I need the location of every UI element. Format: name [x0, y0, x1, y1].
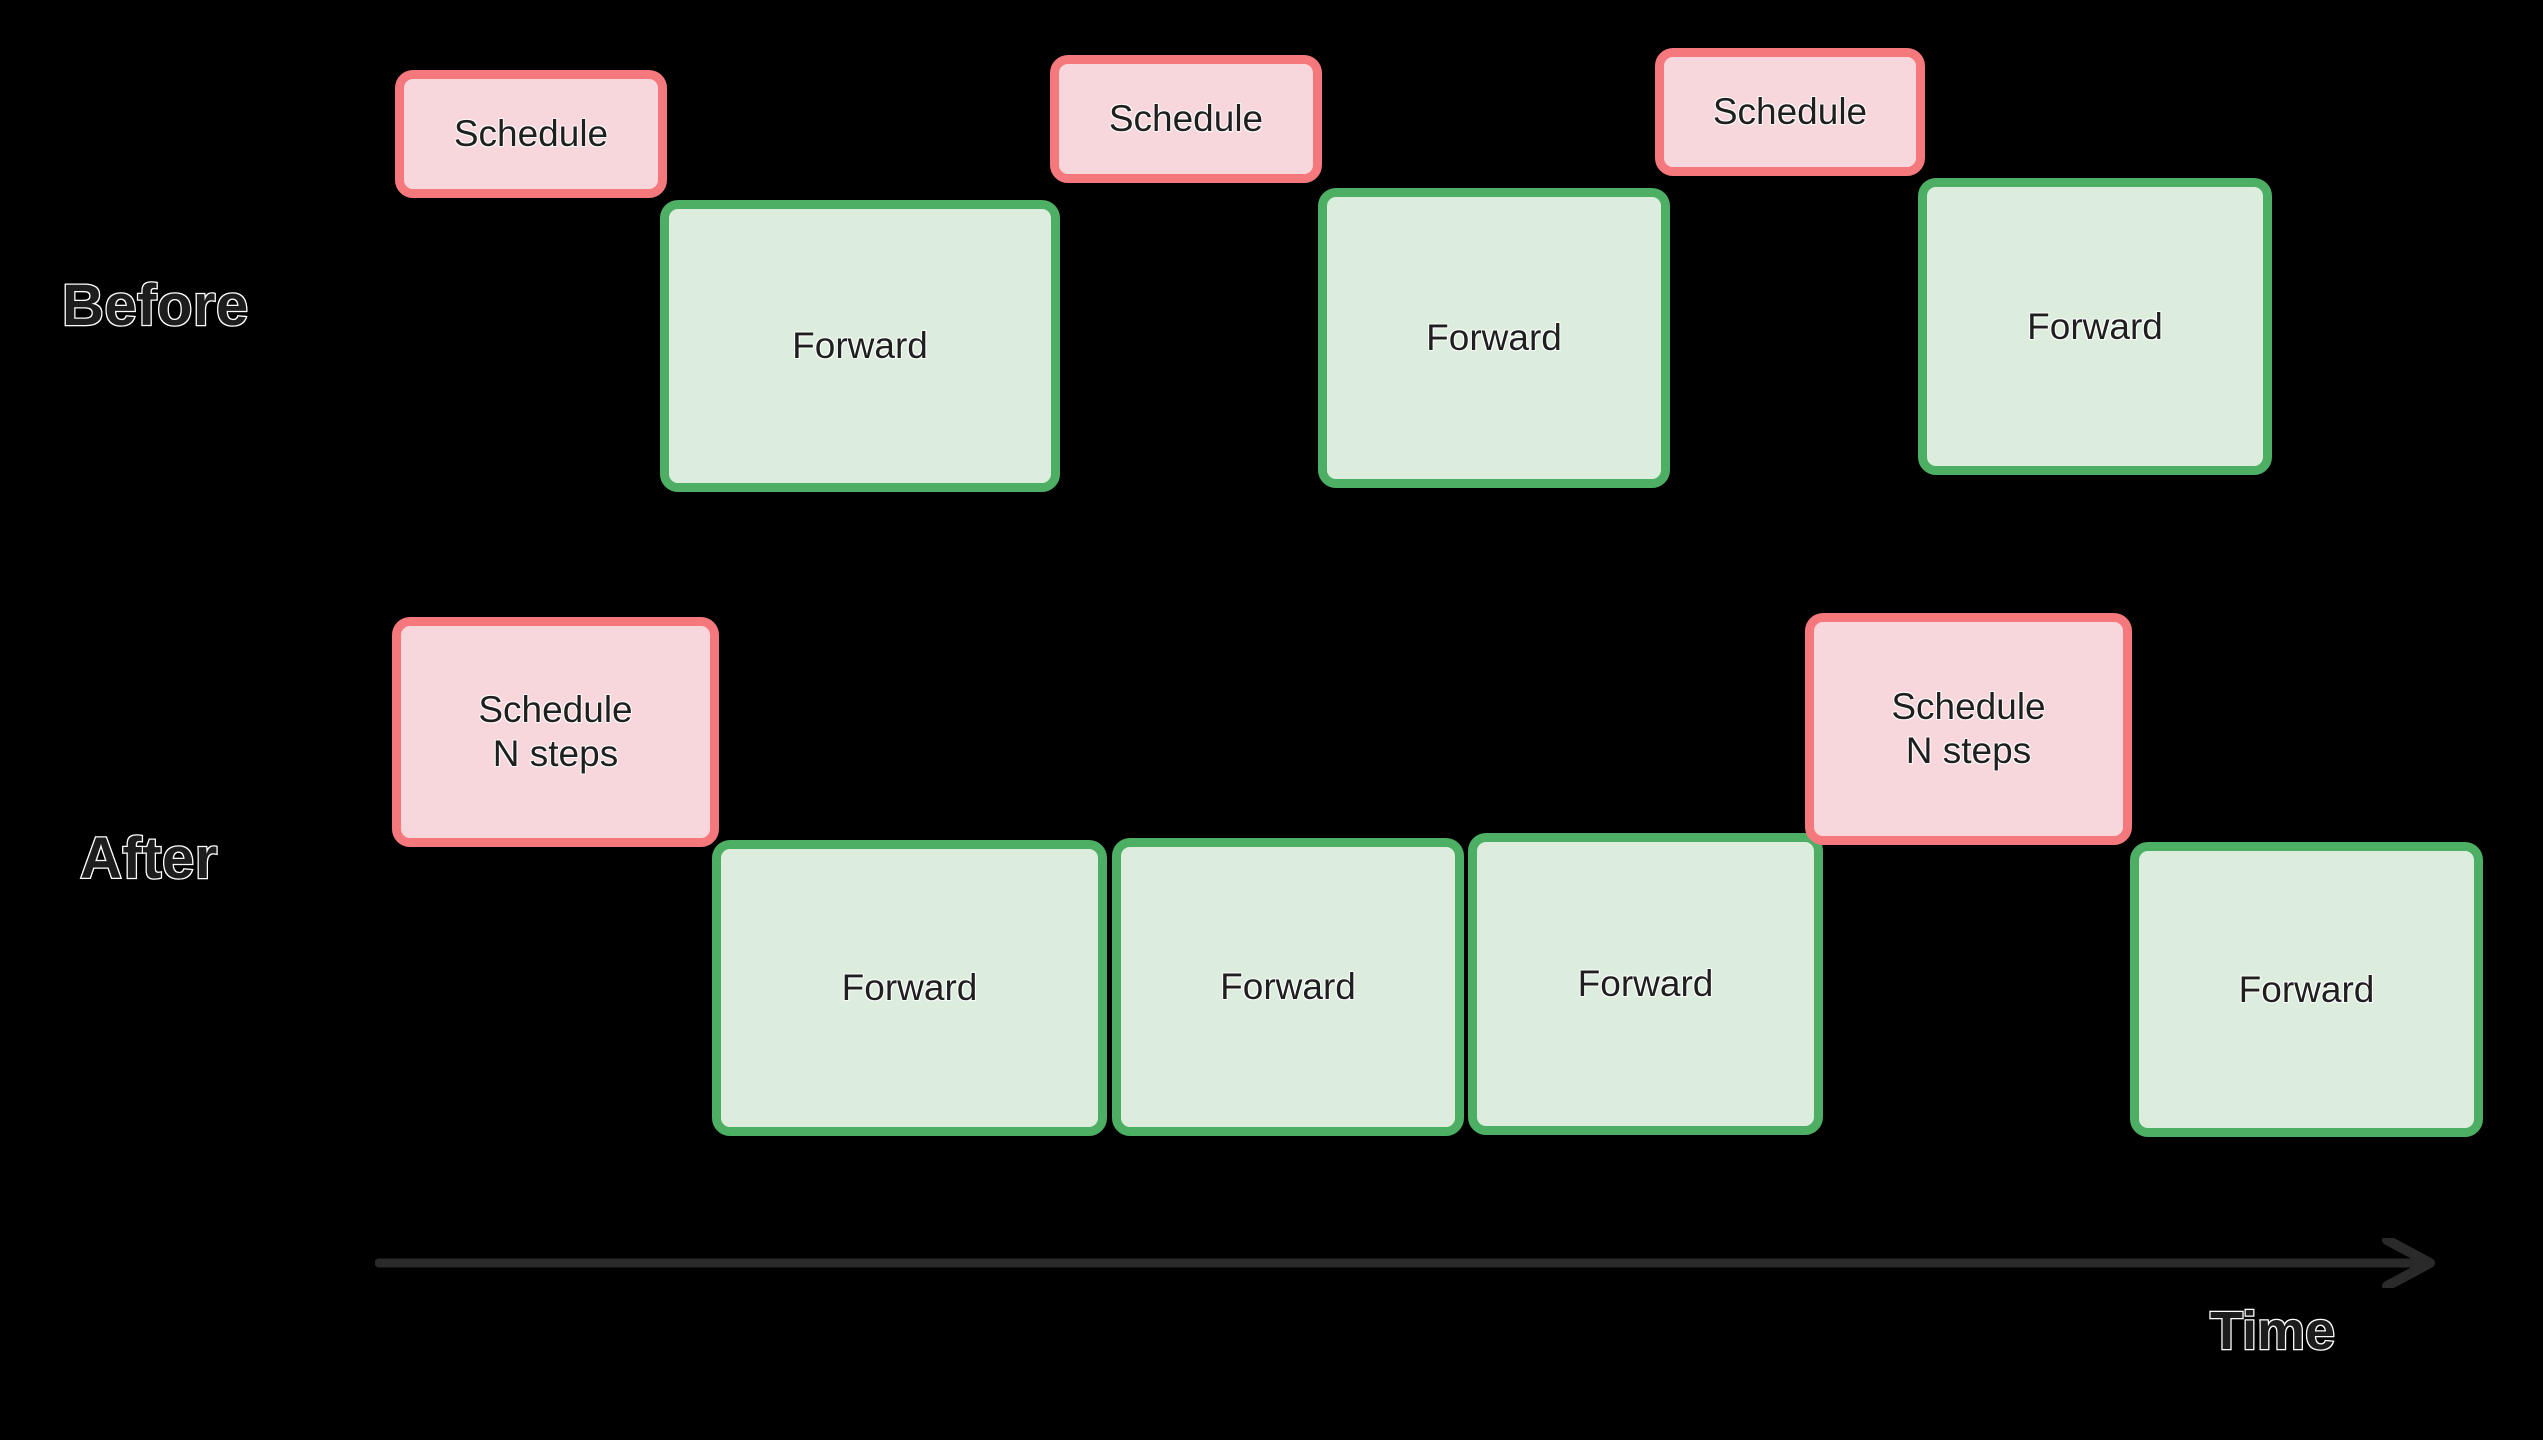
row-label-after: After: [79, 825, 219, 893]
time-axis-label: Time: [2209, 1300, 2337, 1363]
schedule-block-label: Schedule N steps: [478, 689, 633, 774]
schedule-block-before-5: Schedule: [1655, 48, 1925, 176]
schedule-block-after-5: Schedule N steps: [1805, 613, 2132, 845]
forward-block-label: Forward: [1426, 317, 1562, 359]
forward-block-before-4: Forward: [1318, 188, 1670, 488]
forward-block-label: Forward: [841, 967, 978, 1009]
forward-block-after-3: Forward: [1112, 838, 1464, 1136]
forward-block-before-2: Forward: [660, 200, 1060, 492]
row-label-before: Before: [61, 272, 250, 340]
forward-block-after-6: Forward: [2130, 842, 2483, 1137]
time-axis-arrow: [375, 1238, 2445, 1288]
forward-block-label: Forward: [1577, 963, 1714, 1005]
schedule-block-before-3: Schedule: [1050, 55, 1322, 183]
forward-block-after-2: Forward: [712, 840, 1107, 1136]
forward-block-label: Forward: [2238, 968, 2375, 1010]
forward-block-label: Forward: [1220, 966, 1356, 1008]
forward-block-before-6: Forward: [1918, 178, 2272, 475]
schedule-block-label: Schedule: [1712, 91, 1868, 133]
schedule-block-label: Schedule: [453, 113, 609, 155]
forward-block-after-4: Forward: [1468, 833, 1823, 1135]
schedule-block-after-1: Schedule N steps: [392, 617, 719, 847]
schedule-block-label: Schedule: [1108, 98, 1264, 140]
schedule-block-label: Schedule N steps: [1891, 686, 2046, 771]
forward-block-label: Forward: [2027, 305, 2163, 347]
forward-block-label: Forward: [792, 325, 928, 367]
schedule-block-before-1: Schedule: [395, 70, 667, 198]
